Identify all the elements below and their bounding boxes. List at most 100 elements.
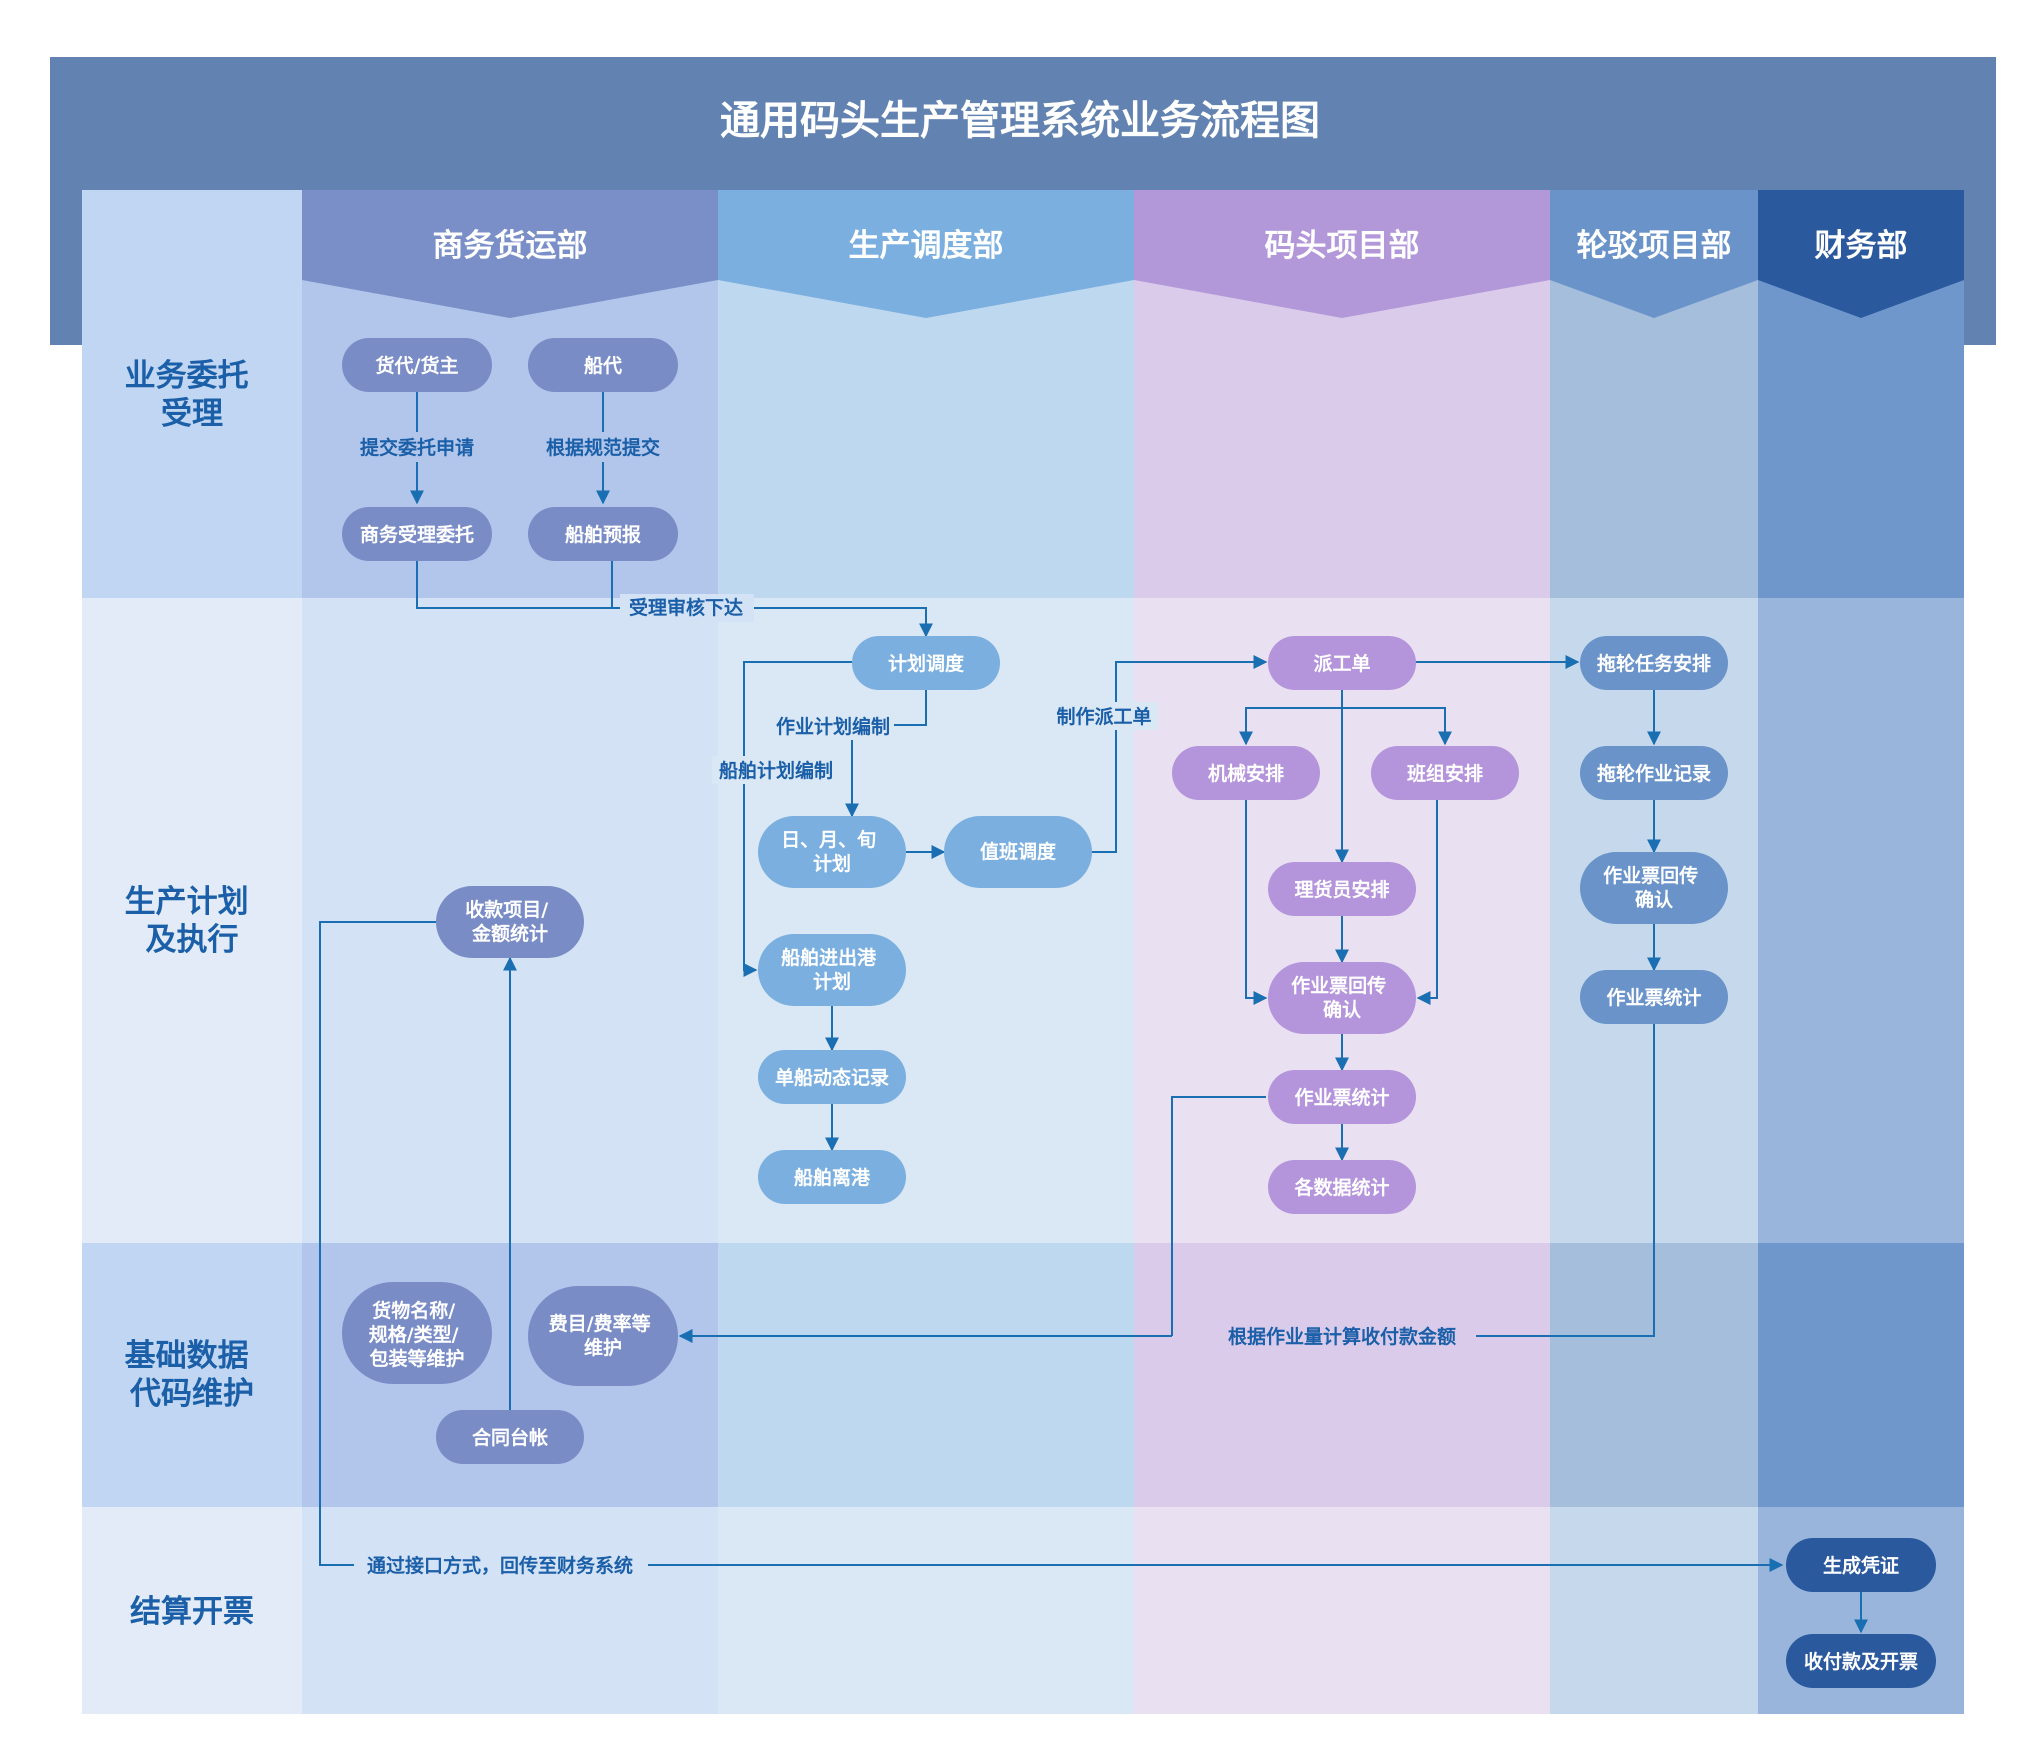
svg-text:理货员安排: 理货员安排	[1294, 878, 1389, 901]
node-lihuoyuan: 理货员安排	[1268, 862, 1416, 916]
node-ligang: 船舶离港	[758, 1150, 906, 1204]
svg-text:机械安排: 机械安排	[1208, 762, 1284, 785]
svg-text:派工单: 派工单	[1313, 652, 1370, 675]
node-huodai: 货代/货主	[342, 338, 492, 392]
node-feimu: 费目/费率等 维护	[528, 1286, 678, 1386]
edge-to-banzu	[1342, 707, 1452, 746]
dept-header-dispatch	[718, 190, 1134, 318]
node-huichuan-tug: 作业票回传 确认	[1580, 852, 1728, 924]
edge-label-guifan: 根据规范提交	[546, 436, 660, 459]
node-banzu: 班组安排	[1371, 746, 1519, 800]
svg-text:班组安排: 班组安排	[1407, 762, 1483, 785]
edge-shoukuan-pingzheng	[319, 921, 1784, 1572]
lane-dispatch-settlement	[718, 1507, 1134, 1714]
dept-header-commerce	[302, 190, 718, 318]
edge-to-jixie	[1239, 707, 1342, 746]
edge-label-tijiao: 提交委托申请	[360, 436, 474, 459]
dept-label-commerce: 商务货运部	[433, 228, 588, 264]
dept-label-tug: 轮驳项目部	[1577, 228, 1732, 264]
node-huichuan-terminal: 作业票回传 确认	[1268, 962, 1416, 1034]
node-tuolun-renwu: 拖轮任务安排	[1580, 636, 1728, 690]
phase-label-basedata: 基础数据 代码维护	[125, 1338, 260, 1412]
lane-finance-basedata	[1758, 1243, 1964, 1507]
edge-tongji-g-calc	[1476, 1024, 1655, 1337]
dept-header-tug	[1550, 190, 1758, 318]
lane-tug-settlement	[1550, 1507, 1758, 1714]
svg-text:合同台帐: 合同台帐	[472, 1426, 548, 1449]
lane-terminal-settlement	[1134, 1507, 1550, 1714]
node-pingzheng: 生成凭证	[1786, 1538, 1936, 1592]
svg-text:费目/费率等 维护: 费目/费率等 维护	[549, 1312, 658, 1359]
edge-label-zhizuo: 制作派工单	[1056, 705, 1151, 728]
svg-text:日、月、旬 计划: 日、月、旬 计划	[781, 828, 883, 875]
edge-tongji-calc	[1171, 1096, 1266, 1336]
lane-finance-production	[1758, 598, 1964, 1243]
svg-text:计划调度: 计划调度	[888, 652, 965, 675]
node-riyuexun: 日、月、旬 计划	[758, 816, 906, 888]
dept-label-dispatch: 生产调度部	[849, 228, 1004, 264]
svg-text:拖轮任务安排: 拖轮任务安排	[1597, 652, 1711, 675]
svg-text:船舶进出港 计划: 船舶进出港 计划	[781, 946, 883, 993]
svg-text:商务受理委托: 商务受理委托	[360, 523, 474, 546]
phase-column-settlement	[82, 1507, 302, 1714]
node-jinchugang: 船舶进出港 计划	[758, 934, 906, 1006]
lane-terminal-basedata	[1134, 1243, 1550, 1507]
svg-text:货代/货主: 货代/货主	[376, 354, 459, 377]
diagram-title: 通用码头生产管理系统业务流程图	[720, 98, 1320, 144]
node-dongtai: 单船动态记录	[758, 1050, 906, 1104]
node-shoukuan: 收款项目/ 金额统计	[436, 886, 584, 958]
dept-label-finance: 财务部	[1815, 228, 1908, 264]
edges	[319, 392, 1868, 1634]
node-hetong: 合同台帐	[436, 1410, 584, 1464]
dept-header-finance	[1758, 190, 1964, 318]
node-jixie: 机械安排	[1172, 746, 1320, 800]
svg-text:各数据统计: 各数据统计	[1293, 1176, 1389, 1199]
node-jihuadiaodu: 计划调度	[852, 636, 1000, 690]
edge-label-shenhe: 受理审核下达	[629, 596, 743, 619]
node-shouli: 商务受理委托	[342, 507, 492, 561]
node-kaipiao: 收付款及开票	[1786, 1634, 1936, 1688]
edge-label-zuoyejihua: 作业计划编制	[776, 715, 890, 738]
node-paigongdan: 派工单	[1268, 636, 1416, 690]
svg-text:生成凭证: 生成凭证	[1823, 1554, 1899, 1577]
edge-label-jiekou: 通过接口方式，回传至财务系统	[367, 1554, 633, 1577]
svg-text:货物名称/ 规格/类型/ 包装等维护: 货物名称/ 规格/类型/ 包装等维护	[369, 1299, 466, 1370]
node-tuolun-jilu: 拖轮作业记录	[1580, 746, 1728, 800]
node-yubao: 船舶预报	[528, 507, 678, 561]
svg-text:值班调度: 值班调度	[980, 840, 1057, 863]
svg-text:收款项目/ 金额统计: 收款项目/ 金额统计	[465, 898, 555, 945]
svg-text:船舶预报: 船舶预报	[565, 523, 641, 546]
phase-label-entrust: 业务委托 受理	[125, 358, 260, 432]
node-tongji-terminal: 作业票统计	[1268, 1070, 1416, 1124]
svg-text:作业票回传 确认: 作业票回传 确认	[1603, 864, 1705, 911]
svg-text:作业票回传 确认: 作业票回传 确认	[1291, 974, 1393, 1021]
phase-column-production	[82, 598, 302, 1243]
svg-text:作业票统计: 作业票统计	[1606, 986, 1701, 1009]
lane-dispatch-basedata	[718, 1243, 1134, 1507]
edge-jihua-jinchugang	[743, 661, 852, 977]
phase-column-entrust	[82, 190, 302, 598]
node-huowu: 货物名称/ 规格/类型/ 包装等维护	[342, 1282, 492, 1384]
edge-zhiban-paigongdan	[1092, 655, 1268, 853]
phase-label-production: 生产计划 及执行	[125, 884, 260, 958]
edge-label-chuanbojihua: 船舶计划编制	[719, 759, 833, 782]
edge-jixie-huichuan	[1245, 800, 1268, 1005]
node-zhiban: 值班调度	[944, 816, 1092, 888]
node-gezhong: 各数据统计	[1268, 1160, 1416, 1214]
dept-label-terminal: 码头项目部	[1265, 228, 1420, 264]
phase-label-settlement: 结算开票	[130, 1594, 254, 1630]
node-tongji-tug: 作业票统计	[1580, 970, 1728, 1024]
edge-label-jisuan: 根据作业量计算收付款金额	[1228, 1325, 1456, 1348]
dept-header-terminal	[1134, 190, 1550, 318]
edge-banzu-huichuan	[1416, 800, 1438, 1005]
edge-labels: 提交委托申请 根据规范提交 受理审核下达 作业计划编制 船舶计划编制 制作派工单…	[348, 432, 1472, 1580]
phase-column-basedata	[82, 1243, 302, 1507]
lane-commerce-settlement	[302, 1507, 718, 1714]
node-chuandai: 船代	[528, 338, 678, 392]
svg-text:单船动态记录: 单船动态记录	[775, 1066, 889, 1089]
svg-text:船代: 船代	[584, 354, 622, 377]
svg-text:拖轮作业记录: 拖轮作业记录	[1597, 762, 1711, 785]
svg-text:收付款及开票: 收付款及开票	[1804, 1650, 1918, 1673]
svg-text:作业票统计: 作业票统计	[1294, 1086, 1389, 1109]
